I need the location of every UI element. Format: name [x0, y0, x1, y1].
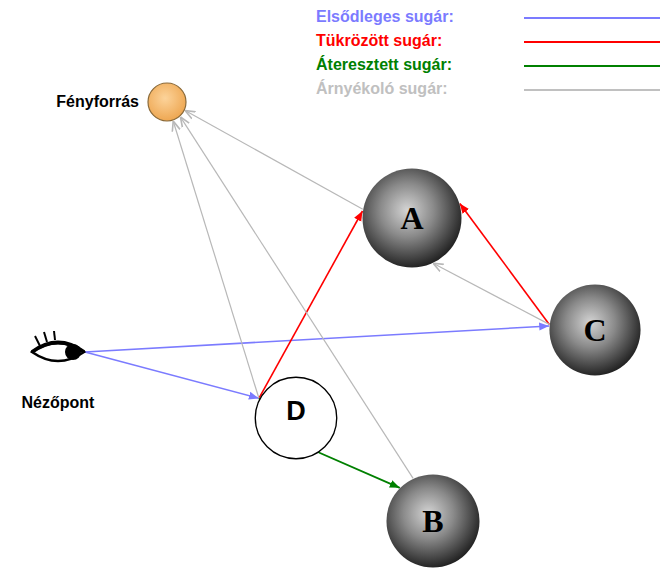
ray-connector: [185, 111, 363, 210]
sphere-object: B: [386, 474, 480, 568]
transparent-sphere: D: [254, 376, 338, 460]
legend-sample: [522, 31, 662, 51]
ray-connector: [173, 121, 259, 398]
ray-connector: [433, 263, 549, 324]
legend-text: Árnyékoló sugár:: [316, 79, 448, 99]
object-letter: C: [583, 312, 606, 349]
object-letter: A: [400, 200, 423, 237]
ray-connector: [259, 211, 363, 398]
light-label: Fényforrás: [56, 93, 139, 111]
legend-sample: [522, 79, 662, 99]
eye-icon: [28, 330, 88, 374]
legend-sample: [522, 7, 662, 27]
ray-connector: [180, 117, 413, 479]
ray-connector: [460, 203, 550, 324]
light-source: Fényforrás: [56, 82, 187, 122]
legend-sample: [522, 55, 662, 75]
sphere-object: A: [362, 168, 462, 268]
legend-text: Áteresztett sugár:: [316, 55, 452, 75]
object-letter: D: [286, 396, 306, 427]
legend-text: Elsődleges sugár:: [316, 7, 454, 27]
legend-text: Tükrözött sugár:: [316, 31, 442, 51]
object-letter: B: [422, 503, 443, 540]
ray-connector: [85, 352, 259, 398]
viewpoint-eye: Nézőpont: [3, 330, 113, 412]
viewpoint-label: Nézőpont: [22, 394, 95, 412]
sphere-object: C: [549, 284, 641, 376]
light-circle: [147, 82, 187, 122]
